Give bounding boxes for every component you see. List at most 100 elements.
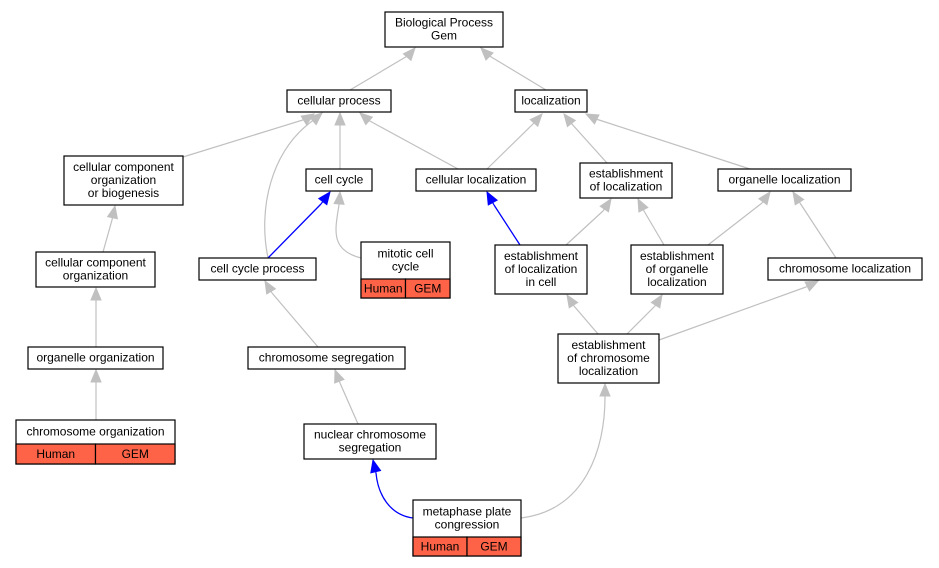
- edge-eool-oloc: [707, 190, 771, 246]
- edge-chl-oloc: [792, 190, 837, 259]
- arrowhead: [106, 204, 119, 220]
- edge-eolc-cloc: [486, 190, 521, 246]
- node-box: [630, 244, 724, 295]
- arrowhead: [804, 280, 820, 292]
- tag-gem: [404, 278, 451, 299]
- tag-label: GEM: [414, 282, 441, 296]
- node-label-line: localization: [521, 94, 580, 108]
- node-label-line: mitotic cell: [377, 247, 433, 261]
- edge-cc-cp: [334, 111, 346, 169]
- edge-eool-eol: [637, 197, 665, 246]
- edge-cs-ccp: [264, 279, 319, 348]
- node-ccp[interactable]: cell cycle process: [198, 257, 317, 281]
- tag-label: Human: [364, 282, 403, 296]
- node-label-line: organelle localization: [728, 173, 840, 187]
- arrowhead: [402, 47, 416, 62]
- tag-label: GEM: [122, 447, 149, 461]
- node-loc[interactable]: localization: [514, 89, 588, 113]
- node-cp[interactable]: cellular process: [286, 89, 392, 113]
- node-box: [557, 333, 660, 384]
- node-label-line: cellular localization: [426, 173, 527, 187]
- node-label-line: or biogenesis: [88, 186, 159, 200]
- arrowhead: [599, 197, 612, 213]
- node-label-line: congression: [435, 518, 500, 532]
- node-box: [494, 244, 588, 295]
- edge-eocl-eolc: [566, 293, 599, 335]
- arrowhead: [792, 190, 805, 206]
- node-label-line: of localization: [505, 262, 578, 276]
- arrowhead: [359, 112, 374, 126]
- arrowhead: [486, 190, 498, 206]
- edge-cco-ccob: [102, 204, 119, 253]
- arrowhead: [334, 368, 345, 384]
- node-box: [717, 168, 852, 192]
- node-cc[interactable]: cell cycle: [305, 168, 373, 192]
- edge-ccp-cc: [267, 190, 331, 259]
- edge-eol-loc: [563, 112, 608, 164]
- edge-loc-bp: [480, 47, 547, 91]
- node-box: [303, 423, 437, 460]
- node-label-line: Biological Process: [395, 16, 493, 30]
- arrowhead: [334, 111, 346, 126]
- arrowhead: [757, 190, 771, 206]
- arrowhead: [480, 47, 494, 61]
- arrowhead: [370, 458, 382, 474]
- arrowhead: [584, 113, 600, 125]
- node-oloc[interactable]: organelle localization: [717, 168, 852, 192]
- edge-eolc-eol: [565, 197, 612, 246]
- node-label-line: of chromosome: [567, 351, 650, 365]
- node-label-line: segregation: [339, 441, 402, 455]
- node-label-line: in cell: [526, 275, 557, 289]
- node-box: [579, 162, 673, 199]
- node-label-line: organization: [91, 173, 156, 187]
- arrowhead: [563, 112, 577, 128]
- edge-eocl-eool: [626, 293, 663, 335]
- node-oo[interactable]: organelle organization: [27, 346, 164, 370]
- node-cs[interactable]: chromosome segregation: [247, 346, 406, 370]
- edge-cloc-cp: [359, 112, 459, 170]
- node-label-line: establishment: [589, 167, 664, 181]
- tag-label: Human: [36, 447, 75, 461]
- node-box: [63, 155, 184, 206]
- edge-mpc-eocl: [520, 382, 611, 519]
- node-box: [767, 257, 923, 281]
- node-label-line: Gem: [431, 29, 457, 43]
- edge-oo-cco: [90, 286, 102, 347]
- node-label-line: cellular component: [73, 160, 174, 174]
- edge-cp-bp: [349, 47, 416, 91]
- node-label-line: of organelle: [646, 262, 709, 276]
- edge-eocl-chl: [658, 280, 820, 341]
- node-label-line: chromosome organization: [26, 425, 164, 439]
- node-label-line: establishment: [504, 249, 579, 263]
- arrowhead: [317, 190, 331, 206]
- node-label-line: localization: [647, 275, 706, 289]
- node-cloc[interactable]: cellular localization: [415, 168, 537, 192]
- node-label-line: cellular process: [297, 94, 380, 108]
- tag-label: GEM: [480, 540, 507, 554]
- edge-mcc-cc: [333, 190, 362, 259]
- arrowhead: [566, 293, 579, 309]
- node-box: [27, 346, 164, 370]
- arrowhead: [637, 197, 649, 213]
- edge-ncs-cs: [334, 368, 359, 425]
- edge-co-oo: [90, 368, 102, 420]
- arrowhead: [529, 113, 543, 128]
- node-label-line: metaphase plate: [423, 505, 512, 519]
- node-chl[interactable]: chromosome localization: [767, 257, 923, 281]
- node-label-line: nuclear chromosome: [314, 428, 426, 442]
- edge-ccp-cp: [264, 112, 323, 259]
- node-label-line: chromosome segregation: [259, 351, 394, 365]
- node-label-line: organization: [63, 269, 128, 283]
